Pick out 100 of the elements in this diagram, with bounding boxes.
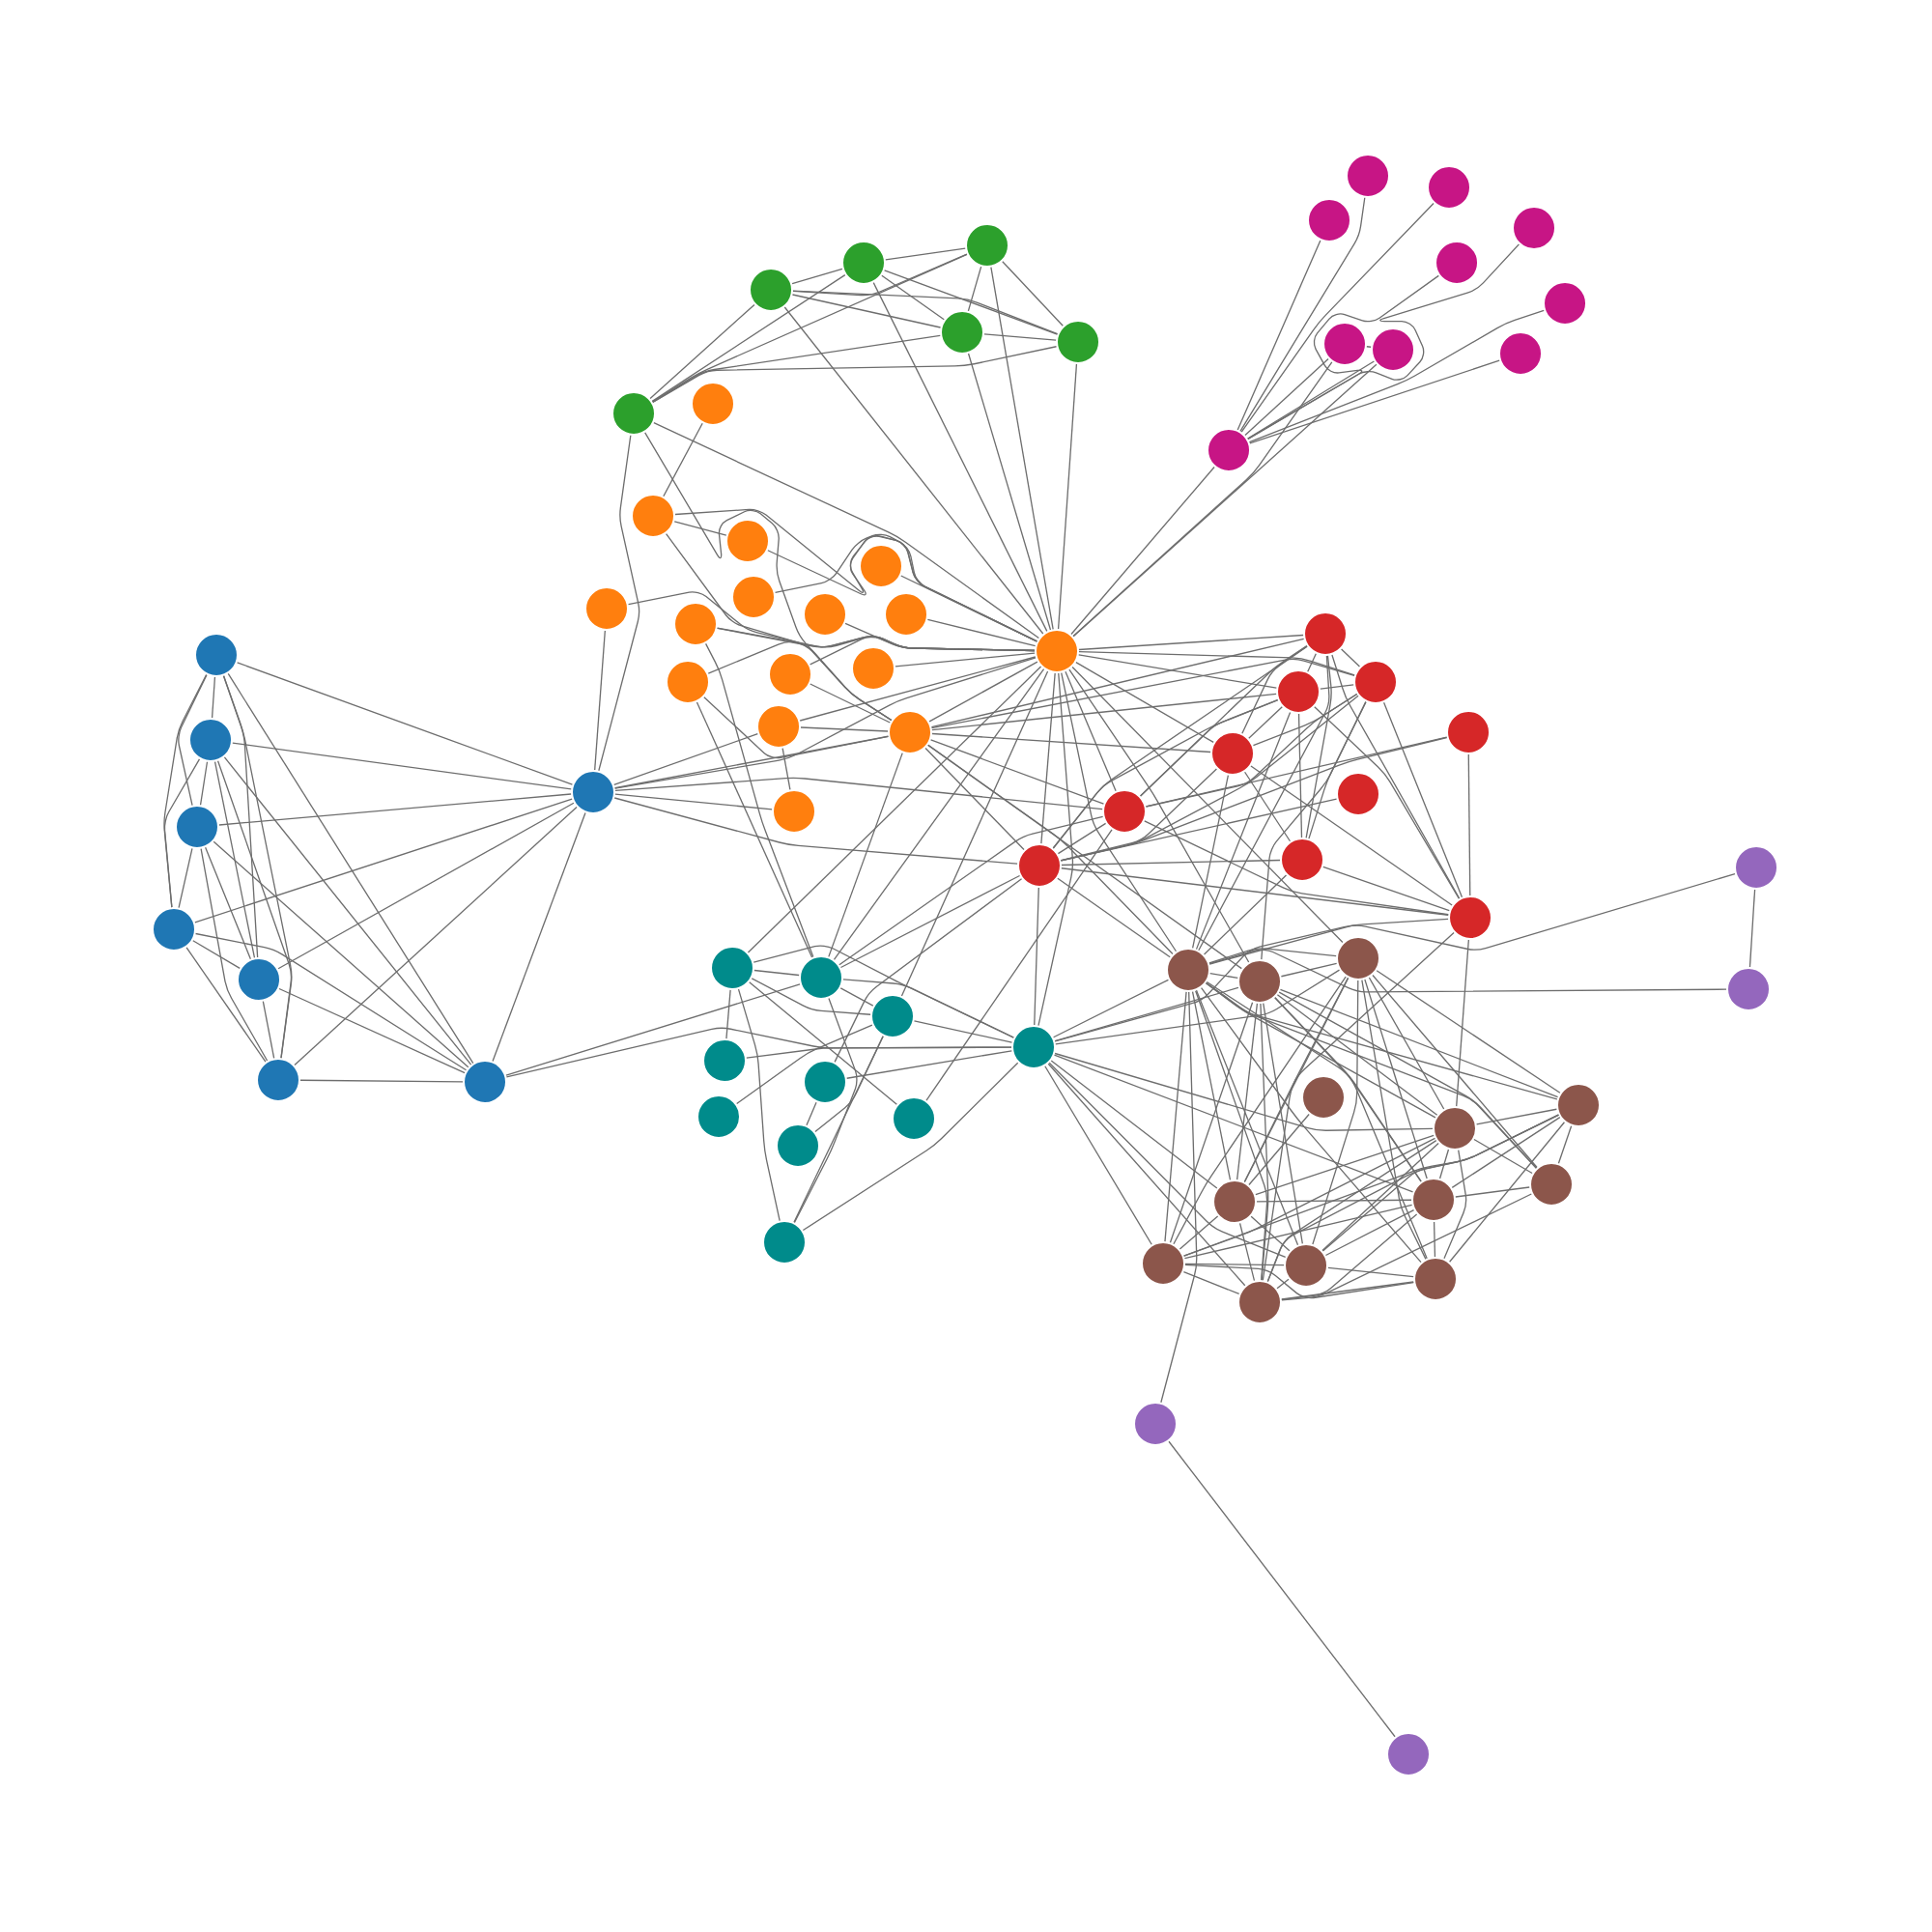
edge-line (1072, 361, 1333, 638)
edge-line (1278, 991, 1538, 1169)
edge-line (1321, 1142, 1439, 1252)
edge-line (1382, 701, 1463, 898)
edge-line (1200, 986, 1422, 1264)
node-circle (1237, 959, 1282, 1004)
node-circle (1035, 629, 1079, 673)
edge-line (1183, 1137, 1436, 1257)
edge-line (737, 988, 781, 1222)
edge-line (1060, 695, 1359, 862)
edge-line (1248, 706, 1283, 739)
edge-line (1321, 1114, 1560, 1252)
node-circle (1529, 1162, 1575, 1207)
node-circle (1726, 967, 1771, 1011)
edge-line (924, 747, 1025, 851)
edge-line (967, 353, 1052, 631)
node-circle (237, 957, 281, 1002)
edge-line (828, 752, 903, 958)
edge-line (613, 733, 758, 785)
edge-line (751, 978, 871, 1015)
edge-line (983, 333, 1057, 341)
edge-line (703, 696, 890, 759)
edge-line (1182, 1270, 1240, 1295)
edge-line (1055, 969, 1341, 1045)
edge-line (1748, 889, 1756, 968)
edge-line (1044, 1065, 1152, 1245)
edge-line (1071, 666, 1344, 944)
node-circle (1386, 1732, 1431, 1777)
edge-line (1241, 645, 1308, 734)
edge-line (1276, 994, 1438, 1116)
edge-line (806, 1101, 817, 1126)
node-circle (1276, 669, 1321, 714)
edge-line (1324, 1208, 1415, 1257)
node-circle (463, 1060, 507, 1104)
edge-line (1244, 357, 1329, 437)
edge-line (1052, 979, 1170, 1038)
node-circle (776, 1123, 820, 1168)
edge-line (1249, 359, 1500, 444)
edge-line (1075, 661, 1214, 744)
edge-line (1078, 651, 1355, 676)
edge-line (1473, 1138, 1533, 1175)
edge-line (704, 642, 814, 958)
edge-line (178, 674, 208, 807)
edge-line (1250, 765, 1453, 906)
edge-line (1247, 360, 1376, 440)
node-circle (175, 805, 219, 849)
edge-line (842, 979, 1014, 1038)
node-circle (1346, 154, 1390, 198)
edge-line (1183, 1204, 1413, 1260)
node-circle (1166, 948, 1211, 992)
edge-line (211, 676, 216, 719)
edge-line (900, 670, 1049, 997)
edge-line (1366, 346, 1372, 348)
edge-line (1368, 977, 1445, 1110)
edge-line (1340, 648, 1361, 668)
edge-line (1297, 713, 1303, 838)
edge-line (927, 744, 1174, 955)
edge-line (1243, 771, 1292, 842)
edge-line (793, 1036, 884, 1223)
edge-line (1054, 986, 1239, 1042)
edge-line (1184, 1264, 1414, 1299)
edge-line (1274, 997, 1422, 1182)
edge-line (1262, 977, 1350, 1281)
edge-line (1475, 1108, 1558, 1125)
edge-line (1327, 1266, 1414, 1278)
edge-line (613, 735, 890, 789)
edge-line (1247, 274, 1439, 440)
node-circle (1280, 838, 1325, 882)
edge-line (227, 672, 474, 1065)
edge-line (653, 422, 1039, 639)
edge-line (262, 1000, 275, 1060)
edge-line (163, 758, 201, 908)
edge-line (1206, 981, 1558, 1100)
edge-line (1054, 918, 1449, 1042)
edge-line (199, 761, 209, 806)
edge-line (1205, 982, 1436, 1119)
edge-line (1438, 1149, 1450, 1179)
edge-line (1456, 939, 1469, 1107)
edge-line (913, 1020, 1013, 1043)
edge-line (1208, 948, 1337, 964)
edge-line (1168, 1440, 1396, 1738)
edge-line (1078, 634, 1304, 651)
edge-line (1145, 736, 1448, 808)
node-circle (1322, 322, 1367, 366)
edge-line (1305, 655, 1332, 839)
edge-line (232, 742, 572, 790)
node-circle (799, 955, 843, 1000)
edge-line (1238, 1222, 1256, 1282)
node-circle (1435, 241, 1479, 285)
edge-line (1260, 1003, 1269, 1281)
node-circle (1011, 1025, 1056, 1069)
edge-line (1184, 1263, 1285, 1266)
edge-line (1061, 671, 1178, 952)
node-circle (631, 494, 675, 538)
edge-line (1248, 309, 1545, 443)
edge-line (613, 797, 1018, 865)
edge-line (649, 303, 755, 400)
edge-line (1252, 693, 1358, 747)
node-circle (940, 310, 984, 355)
node-circle (1141, 1241, 1185, 1286)
